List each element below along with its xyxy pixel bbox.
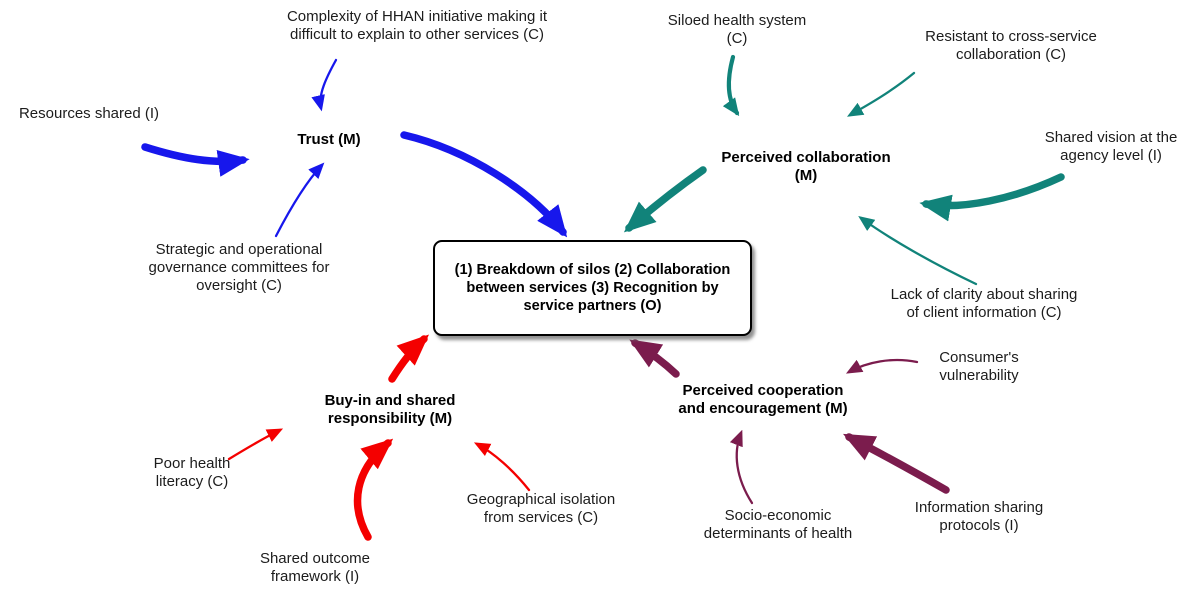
arrow-socio-economic-to-cooperation <box>729 429 754 505</box>
node-buyin-responsibility: Buy-in and shared responsibility (M) <box>324 392 456 427</box>
node-resistant-collaboration: Resistant to cross-service collaboration… <box>925 28 1097 63</box>
node-strategic-governance: Strategic and operational governance com… <box>148 241 330 294</box>
node-poor-health-literacy: Poor health literacy (C) <box>153 455 231 490</box>
node-trust: Trust (M) <box>297 131 361 148</box>
arrow-lack-clarity-to-collaboration <box>858 215 978 286</box>
node-consumer-vulnerability: Consumer's vulnerability <box>939 349 1019 384</box>
node-siloed-health-system: Siloed health system (C) <box>667 12 807 47</box>
arrow-geographical-to-buyin <box>473 442 531 492</box>
arrow-complexity-to-trust <box>311 58 338 112</box>
arrow-shared-vision-to-collaboration <box>919 173 1065 222</box>
arrow-consumer-to-cooperation <box>845 358 919 374</box>
arrow-siloed-to-collaboration <box>722 54 740 117</box>
arrow-collaboration-to-center <box>623 166 707 233</box>
node-resources-shared: Resources shared (I) <box>18 105 160 122</box>
arrow-resources-to-trust <box>141 143 250 177</box>
arrow-strategic-to-trust <box>274 162 325 238</box>
central-outcome-text: (1) Breakdown of silos (2) Collaboration… <box>454 262 731 314</box>
arrow-information-sharing-to-cooperation <box>843 433 950 494</box>
arrow-buyin-to-center <box>388 334 429 383</box>
node-perceived-cooperation: Perceived cooperation and encouragement … <box>678 382 848 417</box>
arrow-poor-health-to-buyin <box>227 428 284 461</box>
node-shared-vision: Shared vision at the agency level (I) <box>1044 129 1178 164</box>
node-perceived-collaboration: Perceived collaboration (M) <box>721 149 891 184</box>
node-information-sharing: Information sharing protocols (I) <box>914 499 1044 534</box>
node-lack-of-clarity: Lack of clarity about sharing of client … <box>890 286 1078 321</box>
central-outcome-box: (1) Breakdown of silos (2) Collaboration… <box>433 240 752 336</box>
node-geographical-isolation: Geographical isolation from services (C) <box>466 491 616 526</box>
arrow-trust-to-center <box>400 131 568 238</box>
node-complexity-hhan: Complexity of HHAN initiative making it … <box>286 8 548 43</box>
arrow-resistant-to-collaboration <box>846 71 916 117</box>
node-socio-economic: Socio-economic determinants of health <box>703 507 853 542</box>
arrow-cooperation-to-center <box>629 339 680 378</box>
node-shared-outcome: Shared outcome framework (I) <box>259 550 371 585</box>
arrow-shared-outcome-to-buyin <box>353 438 394 541</box>
